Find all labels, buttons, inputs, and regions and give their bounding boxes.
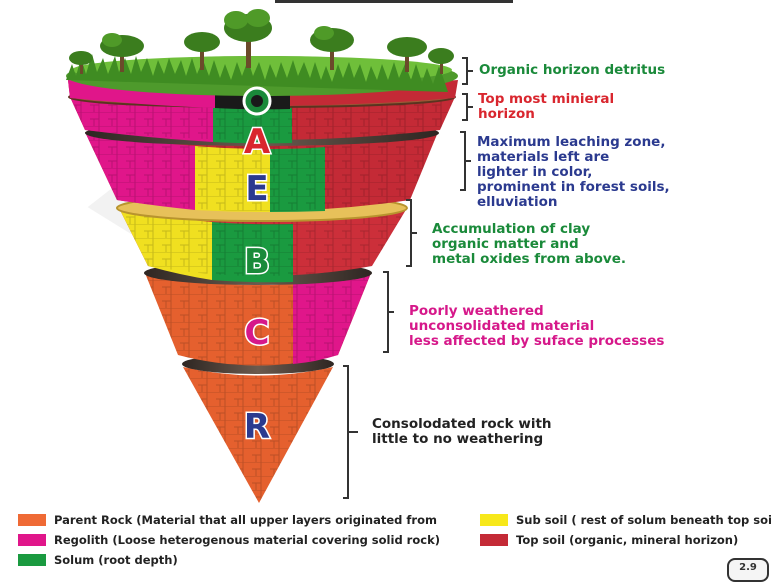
annotation-b: Accumulation of clay organic matter and … [432, 222, 626, 267]
annotation-e-line: lighter in color, [477, 164, 593, 180]
horizon-letter-r: R [244, 407, 270, 447]
horizon-letter-e: E [245, 169, 268, 209]
annotation-e: Maximum leaching zone, materials left ar… [477, 135, 670, 210]
annotation-a-line: Top most minieral [478, 91, 615, 107]
annotation-c-line: less affected by suface processes [409, 333, 665, 349]
legend-swatch [480, 514, 508, 526]
annotation-a: Top most minieral horizon [478, 92, 614, 122]
legend-label: Sub soil ( rest of solum beneath top soi… [516, 513, 772, 527]
horizon-letter-a: A [244, 122, 271, 162]
legend-swatch [18, 534, 46, 546]
legend-label: Solum (root depth) [54, 553, 178, 567]
annotation-c-line: unconsolidated material [409, 318, 595, 334]
header-rule [275, 0, 513, 3]
legend-label: Top soil (organic, mineral horizon) [516, 533, 739, 547]
annotation-b-line: organic matter and [432, 236, 579, 252]
horizon-letter-c: C [245, 313, 270, 353]
legend-swatch [18, 554, 46, 566]
annotation-b-line: Accumulation of clay [432, 221, 591, 237]
annotation-r-line: Consolodated rock with [372, 416, 552, 432]
legend-swatch [480, 534, 508, 546]
annotation-e-line: Maximum leaching zone, [477, 134, 666, 150]
grass-and-trees [66, 9, 458, 96]
annotation-c-line: Poorly weathered [409, 303, 544, 319]
legend-swatch [18, 514, 46, 526]
annotation-brackets [343, 57, 473, 499]
annotation-a-line: horizon [478, 106, 535, 122]
horizon-letter-b: B [244, 242, 270, 282]
page-badge: 2.9 [727, 558, 769, 582]
legend-item-parent-rock: Parent Rock (Material that all upper lay… [18, 513, 437, 527]
legend-item-sub-soil: Sub soil ( rest of solum beneath top soi… [480, 513, 772, 527]
legend-item-regolith: Regolith (Loose heterogenous material co… [18, 533, 440, 547]
horizon-letters: A E B C R [242, 86, 272, 449]
legend-item-solum: Solum (root depth) [18, 553, 178, 567]
annotation-b-line: metal oxides from above. [432, 251, 626, 267]
legend-item-top-soil: Top soil (organic, mineral horizon) [480, 533, 738, 547]
layer-c [144, 261, 372, 366]
annotation-e-line: elluviation [477, 194, 558, 210]
legend-label: Regolith (Loose heterogenous material co… [54, 533, 440, 547]
legend-label: Parent Rock (Material that all upper lay… [54, 513, 437, 527]
annotation-e-line: materials left are [477, 149, 610, 165]
annotation-r: Consolodated rock with little to no weat… [372, 417, 552, 447]
annotation-o: Organic horizon detritus [479, 62, 666, 78]
annotation-e-line: prominent in forest soils, [477, 179, 670, 195]
annotation-c: Poorly weathered unconsolidated material… [409, 304, 664, 349]
annotation-r-line: little to no weathering [372, 431, 544, 447]
